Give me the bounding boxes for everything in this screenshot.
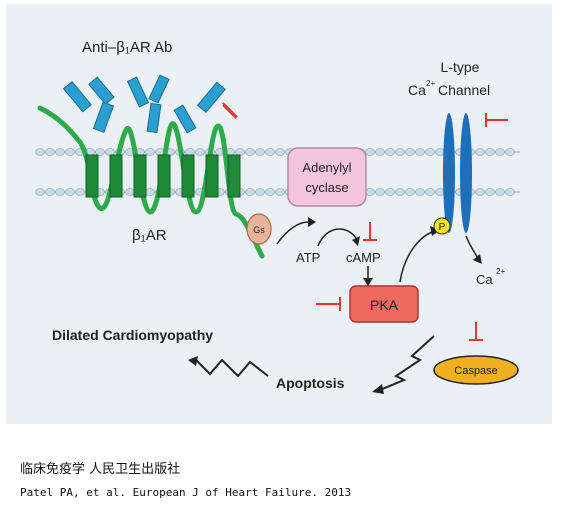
arrow-gs-to-ac	[276, 221, 309, 245]
lipid-head	[405, 148, 415, 156]
lipid-head	[475, 148, 485, 156]
lipid-head	[245, 148, 255, 156]
lipid-head	[255, 188, 265, 196]
lipid-head	[245, 188, 255, 196]
inhibitor-channel	[485, 113, 508, 127]
lipid-head	[365, 188, 375, 196]
lipid-head	[385, 188, 395, 196]
lipid-head	[45, 148, 55, 156]
ca-ion-label: Ca	[476, 272, 493, 287]
figure-panel	[6, 4, 552, 424]
lipid-head	[375, 148, 385, 156]
lipid-head	[95, 148, 105, 156]
receptor-label: β₁AR	[132, 227, 167, 244]
helix	[85, 154, 99, 198]
lipid-head	[65, 188, 75, 196]
caption-text: 临床免疫学 人民卫生出版社	[20, 462, 181, 477]
lipid-head	[45, 188, 55, 196]
adenylyl-cyclase-box	[287, 147, 367, 207]
gs-protein	[246, 213, 272, 245]
lipid-head	[415, 188, 425, 196]
helix	[133, 154, 147, 198]
camp-label: cAMP	[346, 250, 381, 265]
l-type-channel	[443, 113, 472, 233]
arrow-pka-to-p	[399, 231, 433, 283]
lipid-head	[185, 148, 195, 156]
helix	[205, 154, 219, 198]
lipid-head	[475, 188, 485, 196]
lipid-head	[195, 148, 205, 156]
lipid-head	[505, 148, 515, 156]
channel-label-2: Channel	[438, 82, 490, 98]
lipid-head	[405, 188, 415, 196]
lipid-head	[435, 188, 445, 196]
lipid-head	[375, 188, 385, 196]
lipid-head	[505, 188, 515, 196]
lipid-head	[35, 148, 45, 156]
helix	[181, 154, 195, 198]
lipid-head	[255, 148, 265, 156]
lipid-head	[425, 188, 435, 196]
arrow-channel-to-ca	[465, 235, 479, 259]
antibody-2	[126, 74, 170, 134]
antibody-1	[62, 76, 115, 133]
channel-ca-superscript: 2+	[426, 79, 435, 88]
lipid-head	[395, 148, 405, 156]
inhibitor-antibody	[222, 102, 238, 119]
lipid-head	[265, 148, 275, 156]
helix	[109, 154, 123, 198]
helix	[227, 154, 241, 198]
lipid-head	[75, 188, 85, 196]
pka-box	[349, 285, 419, 323]
lipid-head	[495, 188, 505, 196]
phospho-marker	[433, 217, 451, 235]
lipid-head	[105, 148, 115, 156]
channel-ca-label: Ca	[408, 82, 426, 98]
lipid-head	[235, 148, 245, 156]
apoptosis-label: Apoptosis	[276, 375, 345, 391]
atp-label: ATP	[296, 250, 320, 265]
helix	[157, 154, 171, 198]
lipid-head	[485, 188, 495, 196]
lipid-head	[35, 188, 45, 196]
lipid-head	[495, 148, 505, 156]
antibody-label: Anti–β₁AR Ab	[82, 39, 172, 56]
dcm-label: Dilated Cardiomyopathy	[52, 327, 213, 343]
citation-text: Patel PA, et al. European J of Heart Fai…	[20, 486, 352, 499]
lipid-head	[65, 148, 75, 156]
adenylyl-label-2: cyclase	[305, 180, 348, 195]
caspase-label: Caspase	[454, 365, 497, 377]
pka-label: PKA	[370, 297, 399, 313]
ca-ion-superscript: 2+	[496, 267, 505, 276]
lipid-head	[55, 148, 65, 156]
phospho-label: P	[439, 222, 446, 233]
lipid-head	[385, 148, 395, 156]
gs-label: Gs	[253, 225, 265, 235]
lipid-head	[275, 188, 285, 196]
lipid-head	[425, 148, 435, 156]
lipid-head	[365, 148, 375, 156]
arrow-atp-to-camp	[317, 228, 357, 247]
channel-label-1: L-type	[441, 59, 480, 75]
inhibitor-ac	[363, 222, 377, 241]
caspase-ellipse	[433, 355, 519, 385]
adenylyl-label-1: Adenylyl	[302, 160, 351, 175]
lipid-head	[485, 148, 495, 156]
lipid-head	[125, 188, 135, 196]
lipid-head	[395, 188, 405, 196]
arrow-caspase-to-apoptosis	[379, 335, 435, 391]
lipid-head	[435, 148, 445, 156]
inhibitor-pka	[316, 297, 341, 311]
lipid-head	[265, 188, 275, 196]
lipid-head	[145, 148, 155, 156]
lipid-head	[415, 148, 425, 156]
lipid-head	[55, 188, 65, 196]
inhibitor-caspase	[469, 322, 483, 341]
lipid-head	[145, 188, 155, 196]
antibody-3	[173, 81, 226, 134]
arrow-apoptosis-to-dcm	[195, 358, 269, 378]
lipid-head	[275, 148, 285, 156]
